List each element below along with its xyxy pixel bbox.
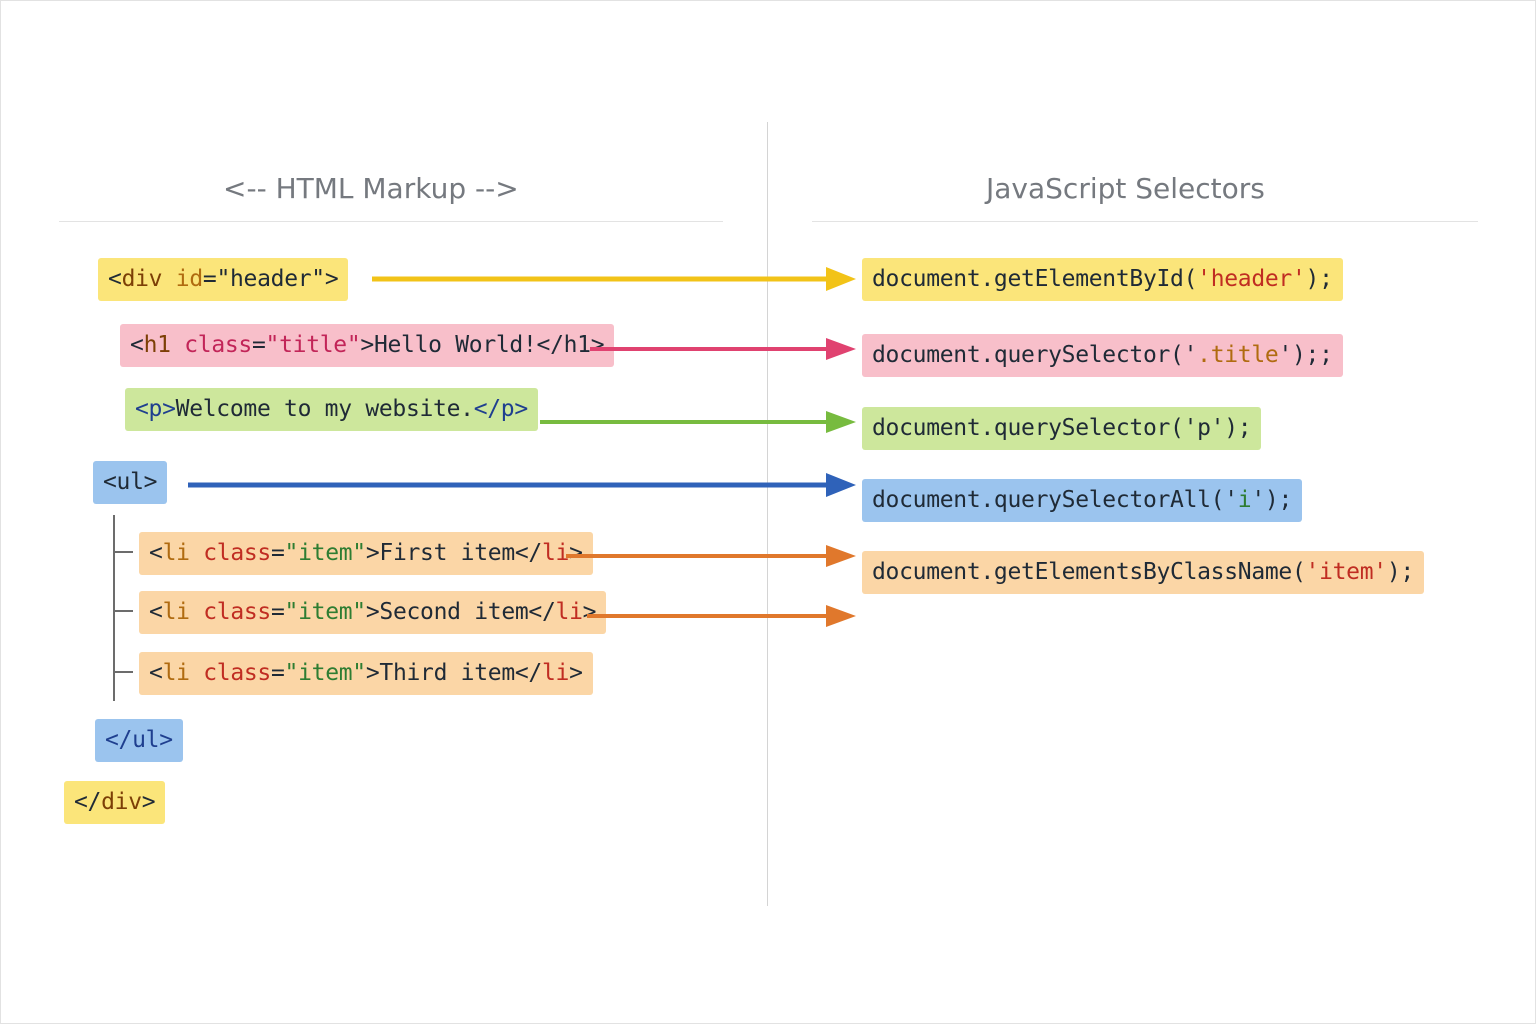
arrow-li-second-to-getelementsbyclassname <box>587 605 856 627</box>
get-elements-by-class-name: document.getElementsByClassName('item'); <box>862 551 1424 594</box>
html-markup-heading: <-- HTML Markup --> <box>223 172 519 205</box>
arrow-ul-to-queryselectorall <box>188 473 856 497</box>
query-selector-title: document.querySelector('.title');; <box>862 334 1343 377</box>
ul-close-tag: </ul> <box>95 719 183 762</box>
li-first-item: <li class="item">First item</li> <box>139 532 593 575</box>
ul-open-tag: <ul> <box>93 461 168 504</box>
column-divider <box>767 122 768 906</box>
arrow-div-to-getelementbyid <box>372 267 856 291</box>
arrow-li-first-to-getelementsbyclassname <box>566 545 856 567</box>
query-selector-p: document.querySelector('p'); <box>862 407 1262 450</box>
javascript-selectors-heading: JavaScript Selectors <box>986 172 1265 205</box>
list-tree-branch <box>113 671 133 673</box>
div-header-open-tag: <div id="header"> <box>98 258 349 301</box>
list-tree-line <box>113 515 115 701</box>
query-selector-all: document.querySelectorAll('i'); <box>862 479 1302 522</box>
list-tree-branch <box>113 610 133 612</box>
li-second-item: <li class="item">Second item</li> <box>139 591 607 634</box>
arrow-h1-to-queryselector <box>590 338 856 360</box>
list-tree-branch <box>113 551 133 553</box>
h1-title-element: <h1 class="title">Hello World!</h1> <box>120 324 615 367</box>
get-element-by-id-selector: document.getElementById('header'); <box>862 258 1343 301</box>
left-heading-rule <box>59 221 723 222</box>
li-third-item: <li class="item">Third item</li> <box>139 652 593 695</box>
arrow-p-to-queryselector <box>540 411 856 433</box>
p-welcome-element: <p>Welcome to my website.</p> <box>125 388 538 431</box>
div-close-tag: </div> <box>64 781 166 824</box>
right-heading-rule <box>812 221 1478 222</box>
